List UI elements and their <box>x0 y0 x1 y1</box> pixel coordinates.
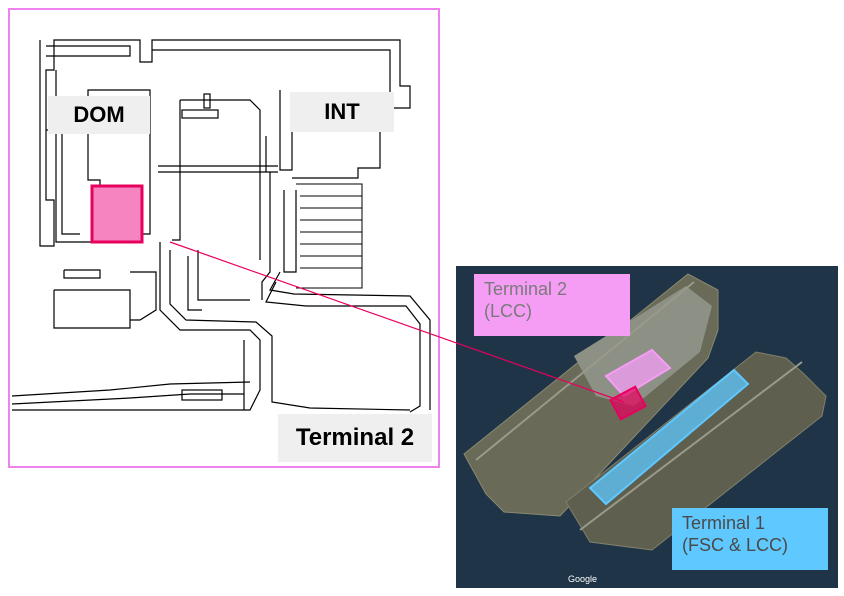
terminal2-highlight-box <box>90 184 144 244</box>
satellite-map: Terminal 2 (LCC) Terminal 1 (FSC & LCC) … <box>456 266 838 588</box>
map-attribution: Google <box>568 574 598 584</box>
dom-label: DOM <box>48 96 150 134</box>
terminal2-floorplan: DOM INT Terminal 2 <box>8 8 440 468</box>
terminal2-type: (LCC) <box>484 301 532 321</box>
terminal2-title: Terminal 2 <box>278 414 432 462</box>
terminal2-name: Terminal 2 <box>484 279 568 299</box>
terminal2-satellite-label: Terminal 2 (LCC) <box>474 274 630 336</box>
terminal1-type: (FSC & LCC) <box>682 535 789 555</box>
floorplan-drawing <box>11 39 431 413</box>
terminal1-name: Terminal 1 <box>682 513 766 533</box>
int-label: INT <box>290 92 394 132</box>
terminal1-satellite-label: Terminal 1 (FSC & LCC) <box>672 508 828 570</box>
terminal1-highlight <box>588 368 750 506</box>
